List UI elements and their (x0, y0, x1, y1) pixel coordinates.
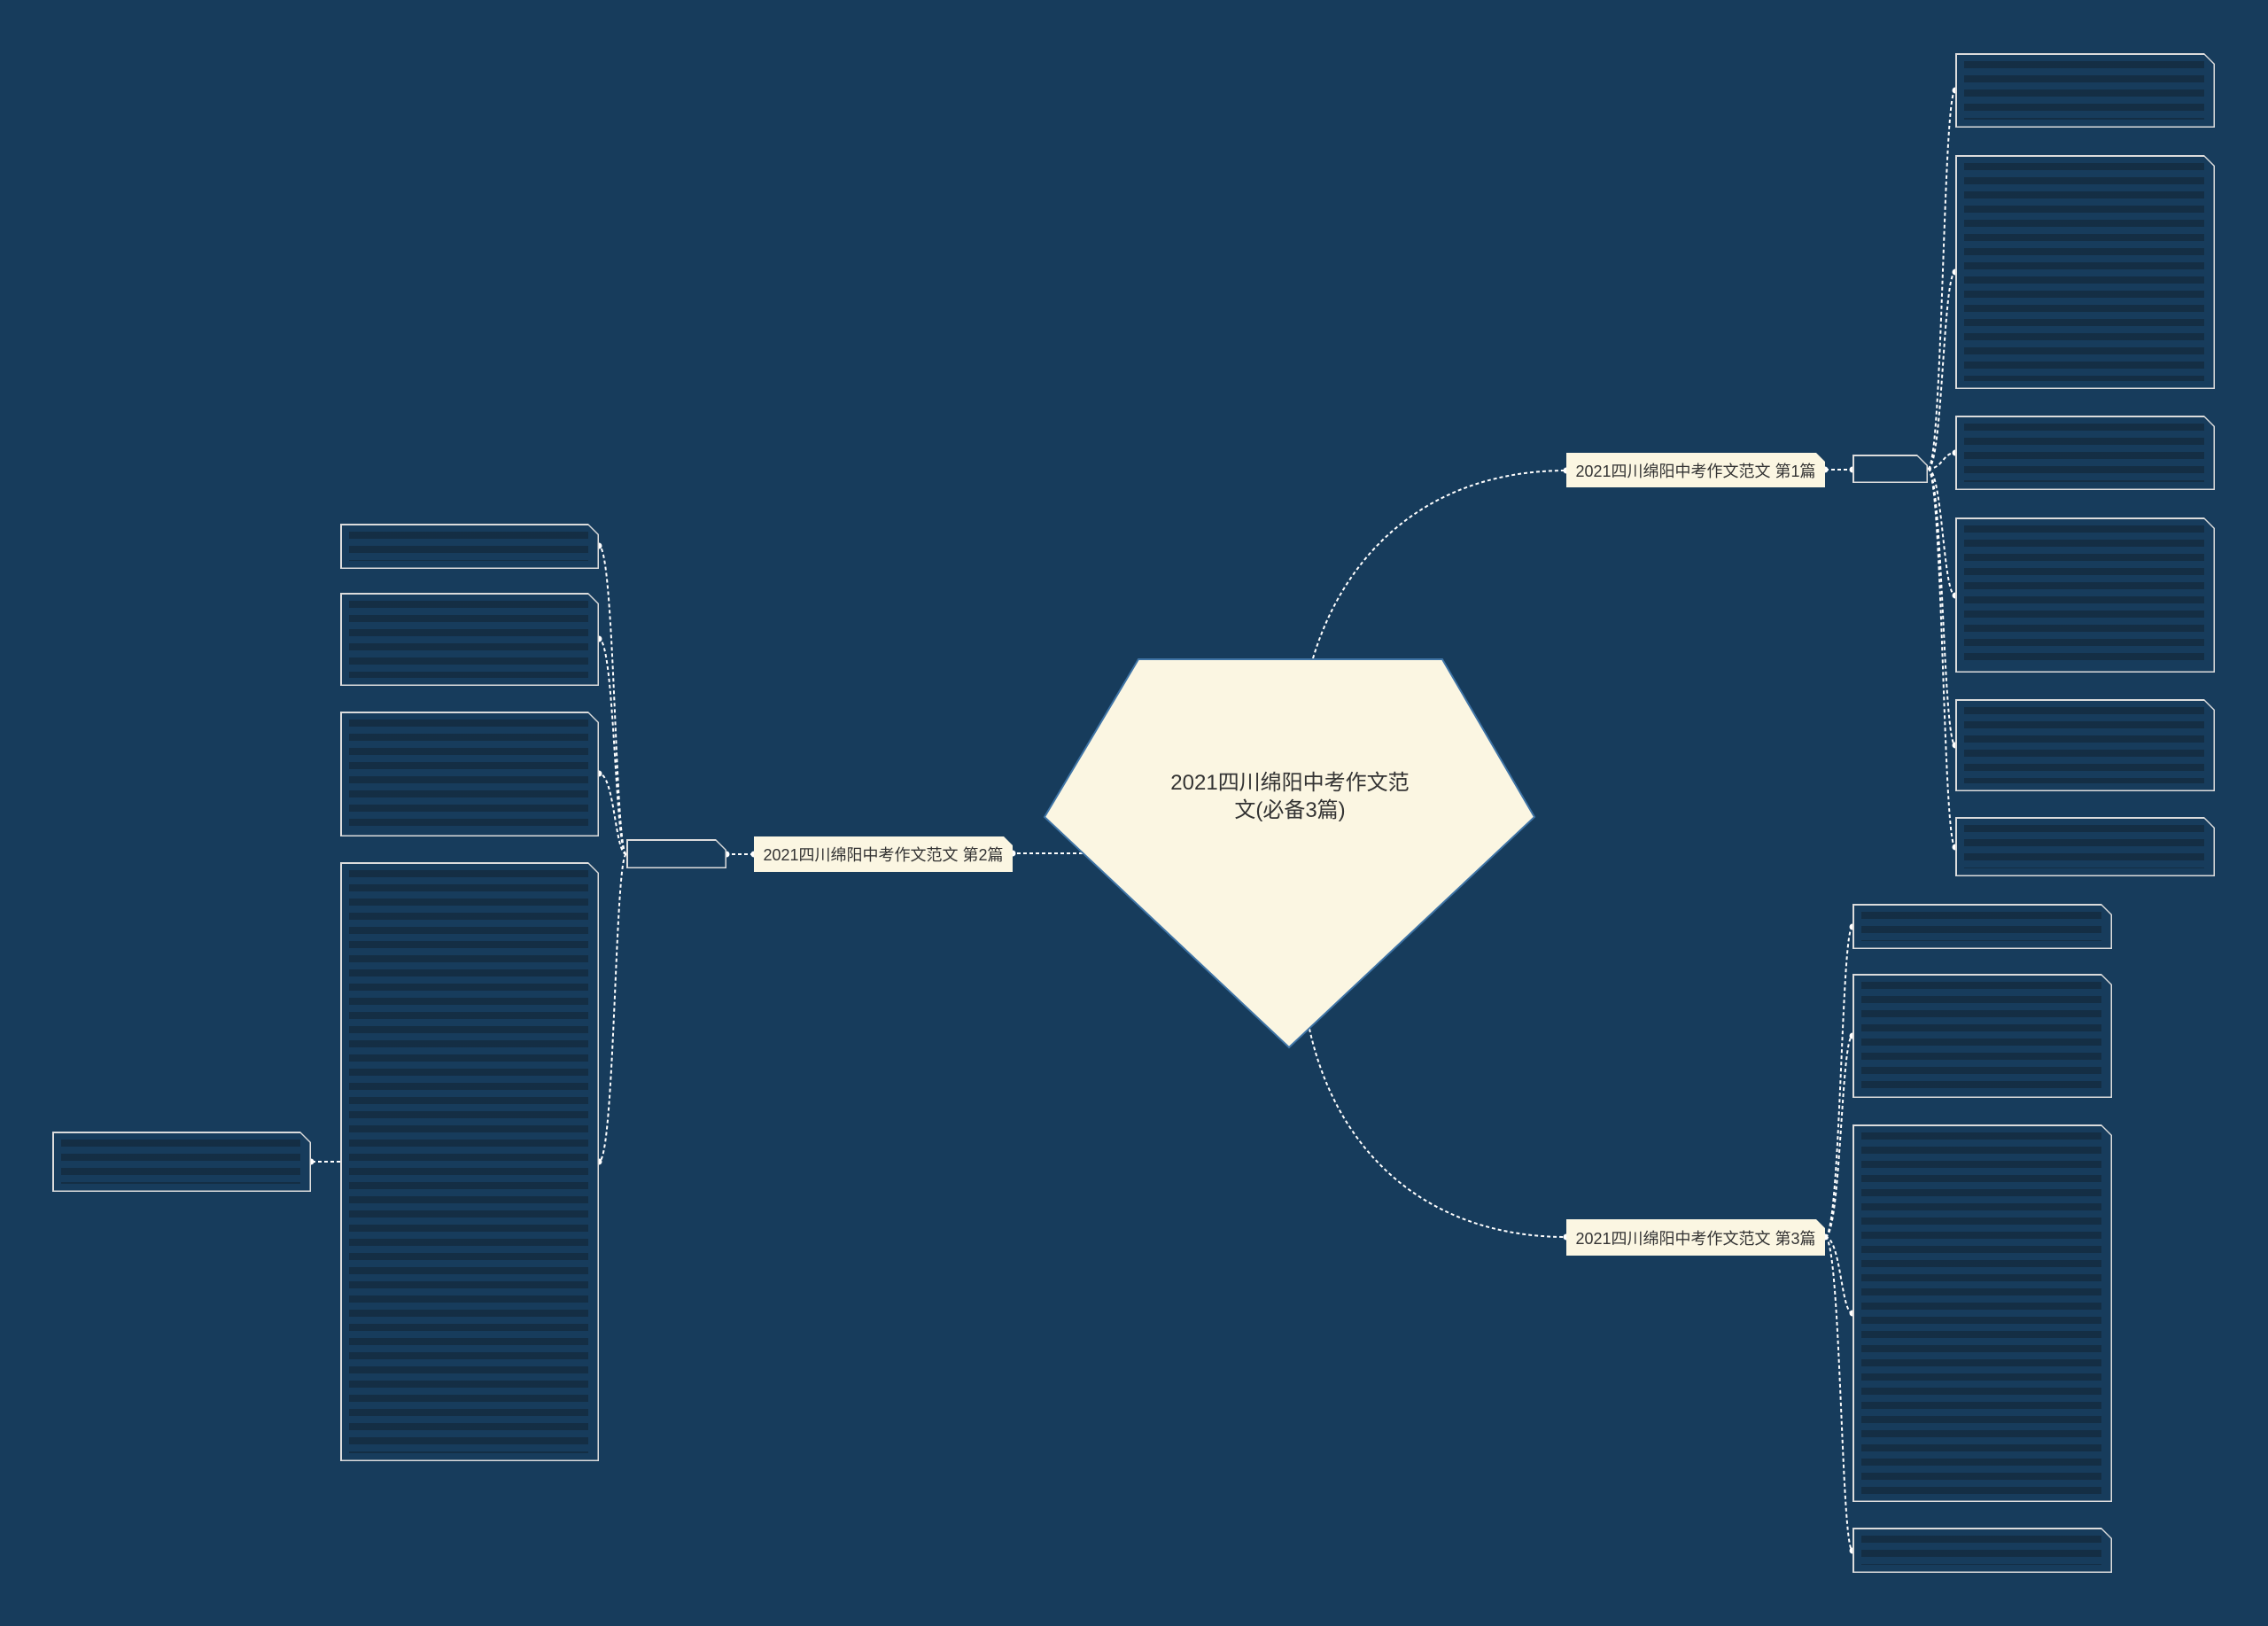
branch-node-1[interactable]: 2021四川绵阳中考作文范文 第1篇 (1566, 453, 1825, 487)
branch-3-leaf-node[interactable] (1852, 904, 2112, 949)
branch-2-leaf-node[interactable] (340, 712, 599, 836)
branch-1-leaf-node[interactable] (1955, 699, 2215, 791)
branch-node-3[interactable]: 2021四川绵阳中考作文范文 第3篇 (1566, 1219, 1825, 1256)
connector-branch-3-leaf (1824, 1035, 1853, 1238)
branch-1-leaf-node[interactable] (1955, 155, 2215, 389)
leaf-text-lines (1861, 1536, 2101, 1565)
branch-node-label: 2021四川绵阳中考作文范文 第1篇 (1575, 462, 1816, 480)
connector-branch-1-leaf (1927, 89, 1956, 470)
leaf-text-lines (1861, 1132, 2101, 1494)
connector-branch-1-leaf (1927, 452, 1956, 470)
connector-center-branch-3 (1309, 1028, 1567, 1238)
connector-branch-1-leaf (1927, 468, 1956, 746)
connector-branch-1-leaf (1927, 468, 1956, 596)
branch-3-leaf-node[interactable] (1852, 1528, 2112, 1573)
connector-branch-2-leaf (598, 853, 627, 1163)
leaf-text-lines (349, 720, 588, 829)
leaf-text-lines (1964, 163, 2204, 381)
branch-node-label: 2021四川绵阳中考作文范文 第2篇 (763, 846, 1004, 864)
branch-1-leaf-node[interactable] (1955, 53, 2215, 128)
branch-1-leaf-node[interactable] (1955, 817, 2215, 876)
connector-branch-1-leaf (1927, 468, 1956, 848)
branch-node-2[interactable]: 2021四川绵阳中考作文范文 第2篇 (754, 836, 1013, 872)
central-title-line-1: 2021四川绵阳中考作文范 (1170, 771, 1410, 795)
leaf-text-lines (1964, 825, 2204, 868)
connector-branch-3-leaf (1824, 926, 1853, 1238)
leaf-text-lines (1964, 707, 2204, 783)
connector-branch-2-leaf (598, 545, 627, 855)
central-node[interactable] (1043, 658, 1536, 1049)
leaf-text-lines (1964, 525, 2204, 665)
leaf-text-lines (349, 532, 588, 561)
branch-3-leaf-node[interactable] (1852, 1124, 2112, 1502)
central-node-title: 2021四川绵阳中考作文范 文(必备3篇) (1113, 769, 1467, 824)
leaf-text-lines (1964, 61, 2204, 120)
connector-branch-2-leaf (598, 773, 627, 855)
branch-1-leaf-node[interactable] (1955, 517, 2215, 673)
branch-node-label: 2021四川绵阳中考作文范文 第3篇 (1575, 1229, 1816, 1248)
connector-branch-2-leaf (598, 638, 627, 855)
leaf-text-lines (349, 870, 588, 1453)
leaf-text-lines (1861, 982, 2101, 1090)
branch-2-group-node[interactable] (626, 839, 726, 868)
central-title-line-2: 文(必备3篇) (1234, 798, 1346, 822)
branch-1-group-node[interactable] (1852, 455, 1928, 483)
leaf-text-lines (61, 1140, 300, 1184)
connector-center-branch-1 (1312, 470, 1567, 659)
branch-2-subleaf-node[interactable] (52, 1132, 311, 1192)
branch-1-leaf-node[interactable] (1955, 416, 2215, 490)
branch-2-leaf-node[interactable] (340, 862, 599, 1461)
connector-branch-1-leaf (1927, 271, 1956, 470)
leaf-text-lines (1964, 424, 2204, 482)
branch-3-leaf-node[interactable] (1852, 974, 2112, 1098)
branch-2-leaf-node[interactable] (340, 593, 599, 686)
leaf-text-lines (1861, 912, 2101, 941)
connector-branch-3-leaf (1824, 1236, 1853, 1552)
branch-2-leaf-node[interactable] (340, 524, 599, 569)
leaf-text-lines (349, 601, 588, 678)
